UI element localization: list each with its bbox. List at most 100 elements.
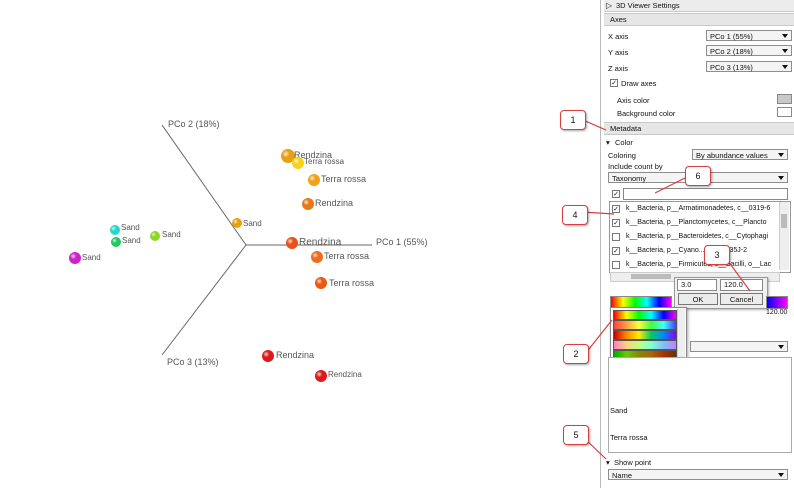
cancel-button[interactable]: Cancel	[720, 293, 763, 305]
legend-box	[608, 357, 792, 453]
color-scheme-scrollbar[interactable]	[677, 309, 685, 387]
sample-point-label: Rendzina	[294, 150, 332, 160]
taxa-list-item[interactable]: ✓ k__Bacteria, p__Planctomycetes, c__Plan…	[609, 217, 779, 230]
taxa-label: k__Bacteria, p__Planctomycetes, c__Planc…	[626, 219, 767, 226]
show-point-select[interactable]: Name	[608, 469, 788, 480]
coloring-select[interactable]: By abundance values	[692, 149, 788, 160]
taxa-scrollbar[interactable]	[779, 202, 789, 270]
callout-2: 2	[563, 344, 589, 364]
x-axis-value: PCo 1 (55%)	[710, 32, 753, 41]
color-scheme-option[interactable]	[613, 310, 677, 320]
callout-1: 1	[560, 110, 586, 130]
panel-title: 3D Viewer Settings	[616, 1, 680, 10]
taxa-list-item[interactable]: k__Bacteria, p__Bacteroidetes, c__Cytoph…	[609, 231, 779, 244]
sample-point-label: Sand	[121, 223, 140, 232]
chevron-down-icon	[778, 153, 784, 157]
sample-point-highlight	[311, 251, 323, 263]
sample-point-highlight	[308, 174, 320, 186]
z-axis-field-label: Z axis	[608, 64, 629, 73]
callout-6: 6	[685, 166, 711, 186]
chevron-down-icon	[778, 345, 784, 349]
coloring-value: By abundance values	[696, 151, 768, 160]
3d-viewer-canvas[interactable]: PCo 1 (55%) PCo 2 (18%) PCo 3 (13%) Rend…	[0, 0, 600, 488]
sample-point-highlight	[315, 277, 327, 289]
sample-point-label: Terra rossa	[321, 174, 366, 184]
z-axis-select[interactable]: PCo 3 (13%)	[706, 61, 792, 72]
sample-point-highlight	[69, 252, 81, 264]
background-color-label: Background color	[617, 109, 676, 118]
select-all-checkbox[interactable]: ✓	[612, 190, 620, 198]
x-axis-select[interactable]: PCo 1 (55%)	[706, 30, 792, 41]
y-axis-value: PCo 2 (18%)	[710, 47, 753, 56]
sample-point-label: Terra rossa	[329, 278, 374, 288]
y-axis-line	[161, 124, 247, 246]
draw-axes-checkbox[interactable]: ✓	[610, 79, 618, 87]
sample-point-highlight	[315, 370, 327, 382]
taxa-filter-input[interactable]	[623, 188, 788, 200]
y-axis-select[interactable]: PCo 2 (18%)	[706, 45, 792, 56]
taxa-label: k__Bacteria, p__Bacteroidetes, c__Cytoph…	[626, 233, 769, 240]
color-scheme-option[interactable]	[613, 330, 677, 340]
chevron-down-icon	[782, 34, 788, 38]
sample-point-highlight	[281, 149, 295, 163]
color-scheme-option[interactable]	[613, 340, 677, 350]
show-point-toggle[interactable]: Show point	[614, 458, 652, 467]
sample-point-label: Sand	[122, 236, 141, 245]
sample-point-label: Rendzina	[276, 350, 314, 360]
ok-button[interactable]: OK	[678, 293, 718, 305]
include-count-value: Taxonomy	[612, 174, 647, 183]
callout-5: 5	[563, 425, 589, 445]
expand-triangle-icon[interactable]: ▾	[606, 458, 610, 467]
x-axis-label: PCo 1 (55%)	[376, 237, 428, 247]
axis-color-swatch[interactable]	[777, 94, 792, 104]
legend-item: Terra rossa	[610, 433, 648, 442]
y-axis-field-label: Y axis	[608, 48, 629, 57]
chevron-down-icon	[782, 49, 788, 53]
metadata-header-label: Metadata	[610, 124, 642, 133]
sample-point-label: Sand	[82, 253, 101, 262]
taxa-label: k__Bacteria, p__Armatimonadetes, c__0319…	[626, 205, 771, 212]
taxa-list-item[interactable]: ✓ k__Bacteria, p__Armatimonadetes, c__031…	[609, 203, 779, 216]
panel-titlebar: ▷ 3D Viewer Settings	[604, 0, 794, 12]
sample-point-label: Terra rossa	[304, 157, 345, 166]
background-color-swatch[interactable]	[777, 107, 792, 117]
legend-item: Sand	[610, 406, 628, 415]
axes-section-header[interactable]: Axes	[604, 13, 794, 26]
color-gradient-end[interactable]	[766, 296, 788, 309]
taxa-checkbox[interactable]	[612, 233, 620, 241]
taxa-list-item[interactable]: k__Bacteria, p__Firmicutes, c__Bacilli, …	[609, 259, 779, 272]
color-scheme-option[interactable]	[613, 320, 677, 330]
coloring-label: Coloring	[608, 151, 636, 160]
axis-color-label: Axis color	[617, 96, 650, 105]
sample-point-highlight	[110, 225, 120, 235]
sample-point-label: Rendzina	[328, 370, 362, 379]
z-axis-line	[161, 244, 247, 356]
metadata-section-header[interactable]: Metadata	[604, 122, 794, 135]
legend-select[interactable]	[690, 341, 788, 352]
taxa-list-item[interactable]: ✓k__Bacteria, p__Cyano...c__ML635J-2	[609, 245, 779, 258]
color-toggle-label[interactable]: Color	[615, 138, 633, 147]
color-scheme-list[interactable]	[610, 307, 687, 391]
x-axis-field-label: X axis	[608, 32, 629, 41]
z-axis-label: PCo 3 (13%)	[167, 357, 219, 367]
taxa-checkbox[interactable]	[612, 261, 620, 269]
range-max-tick: 120.00	[766, 309, 788, 316]
taxa-checkbox[interactable]: ✓	[612, 205, 620, 213]
sample-point-highlight	[150, 231, 160, 241]
collapse-icon[interactable]: ▷	[606, 1, 613, 10]
taxa-list	[609, 201, 791, 273]
sample-point-label: Sand	[162, 230, 181, 239]
expand-triangle-icon[interactable]: ▾	[606, 138, 610, 147]
show-point-value: Name	[612, 471, 633, 480]
sample-point-highlight	[286, 237, 298, 249]
taxa-checkbox[interactable]: ✓	[612, 219, 620, 227]
sample-point-highlight	[111, 237, 121, 247]
taxa-checkbox[interactable]: ✓	[612, 247, 620, 255]
sample-point-label: Rendzina	[315, 198, 353, 208]
range-min-input[interactable]: 3.0	[677, 279, 717, 291]
sample-point-label: Terra rossa	[324, 251, 369, 261]
y-axis-label: PCo 2 (18%)	[168, 119, 220, 129]
sample-point-label: Rendzina	[299, 237, 342, 248]
pcoa-plot: PCo 1 (55%) PCo 2 (18%) PCo 3 (13%) Rend…	[69, 119, 428, 382]
